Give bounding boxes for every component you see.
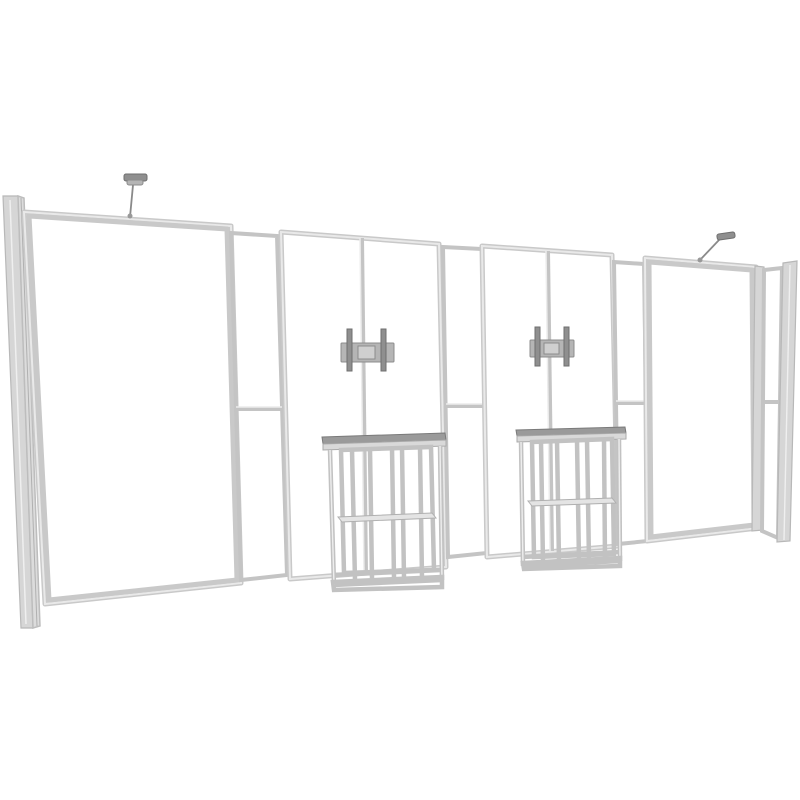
left-end-post xyxy=(2,194,41,629)
spotlight-left xyxy=(123,173,148,219)
counter-2 xyxy=(515,426,627,572)
spotlight-right xyxy=(697,231,736,263)
graphic-panel-left xyxy=(21,209,244,607)
right-end-post xyxy=(751,260,798,543)
counter-1 xyxy=(321,432,447,593)
filler-panel-1 xyxy=(228,230,290,583)
tv-panel-2 xyxy=(479,243,621,560)
tv-mount-1 xyxy=(340,328,395,372)
graphic-panel-right xyxy=(642,255,761,544)
tv-mount-2 xyxy=(529,326,575,367)
